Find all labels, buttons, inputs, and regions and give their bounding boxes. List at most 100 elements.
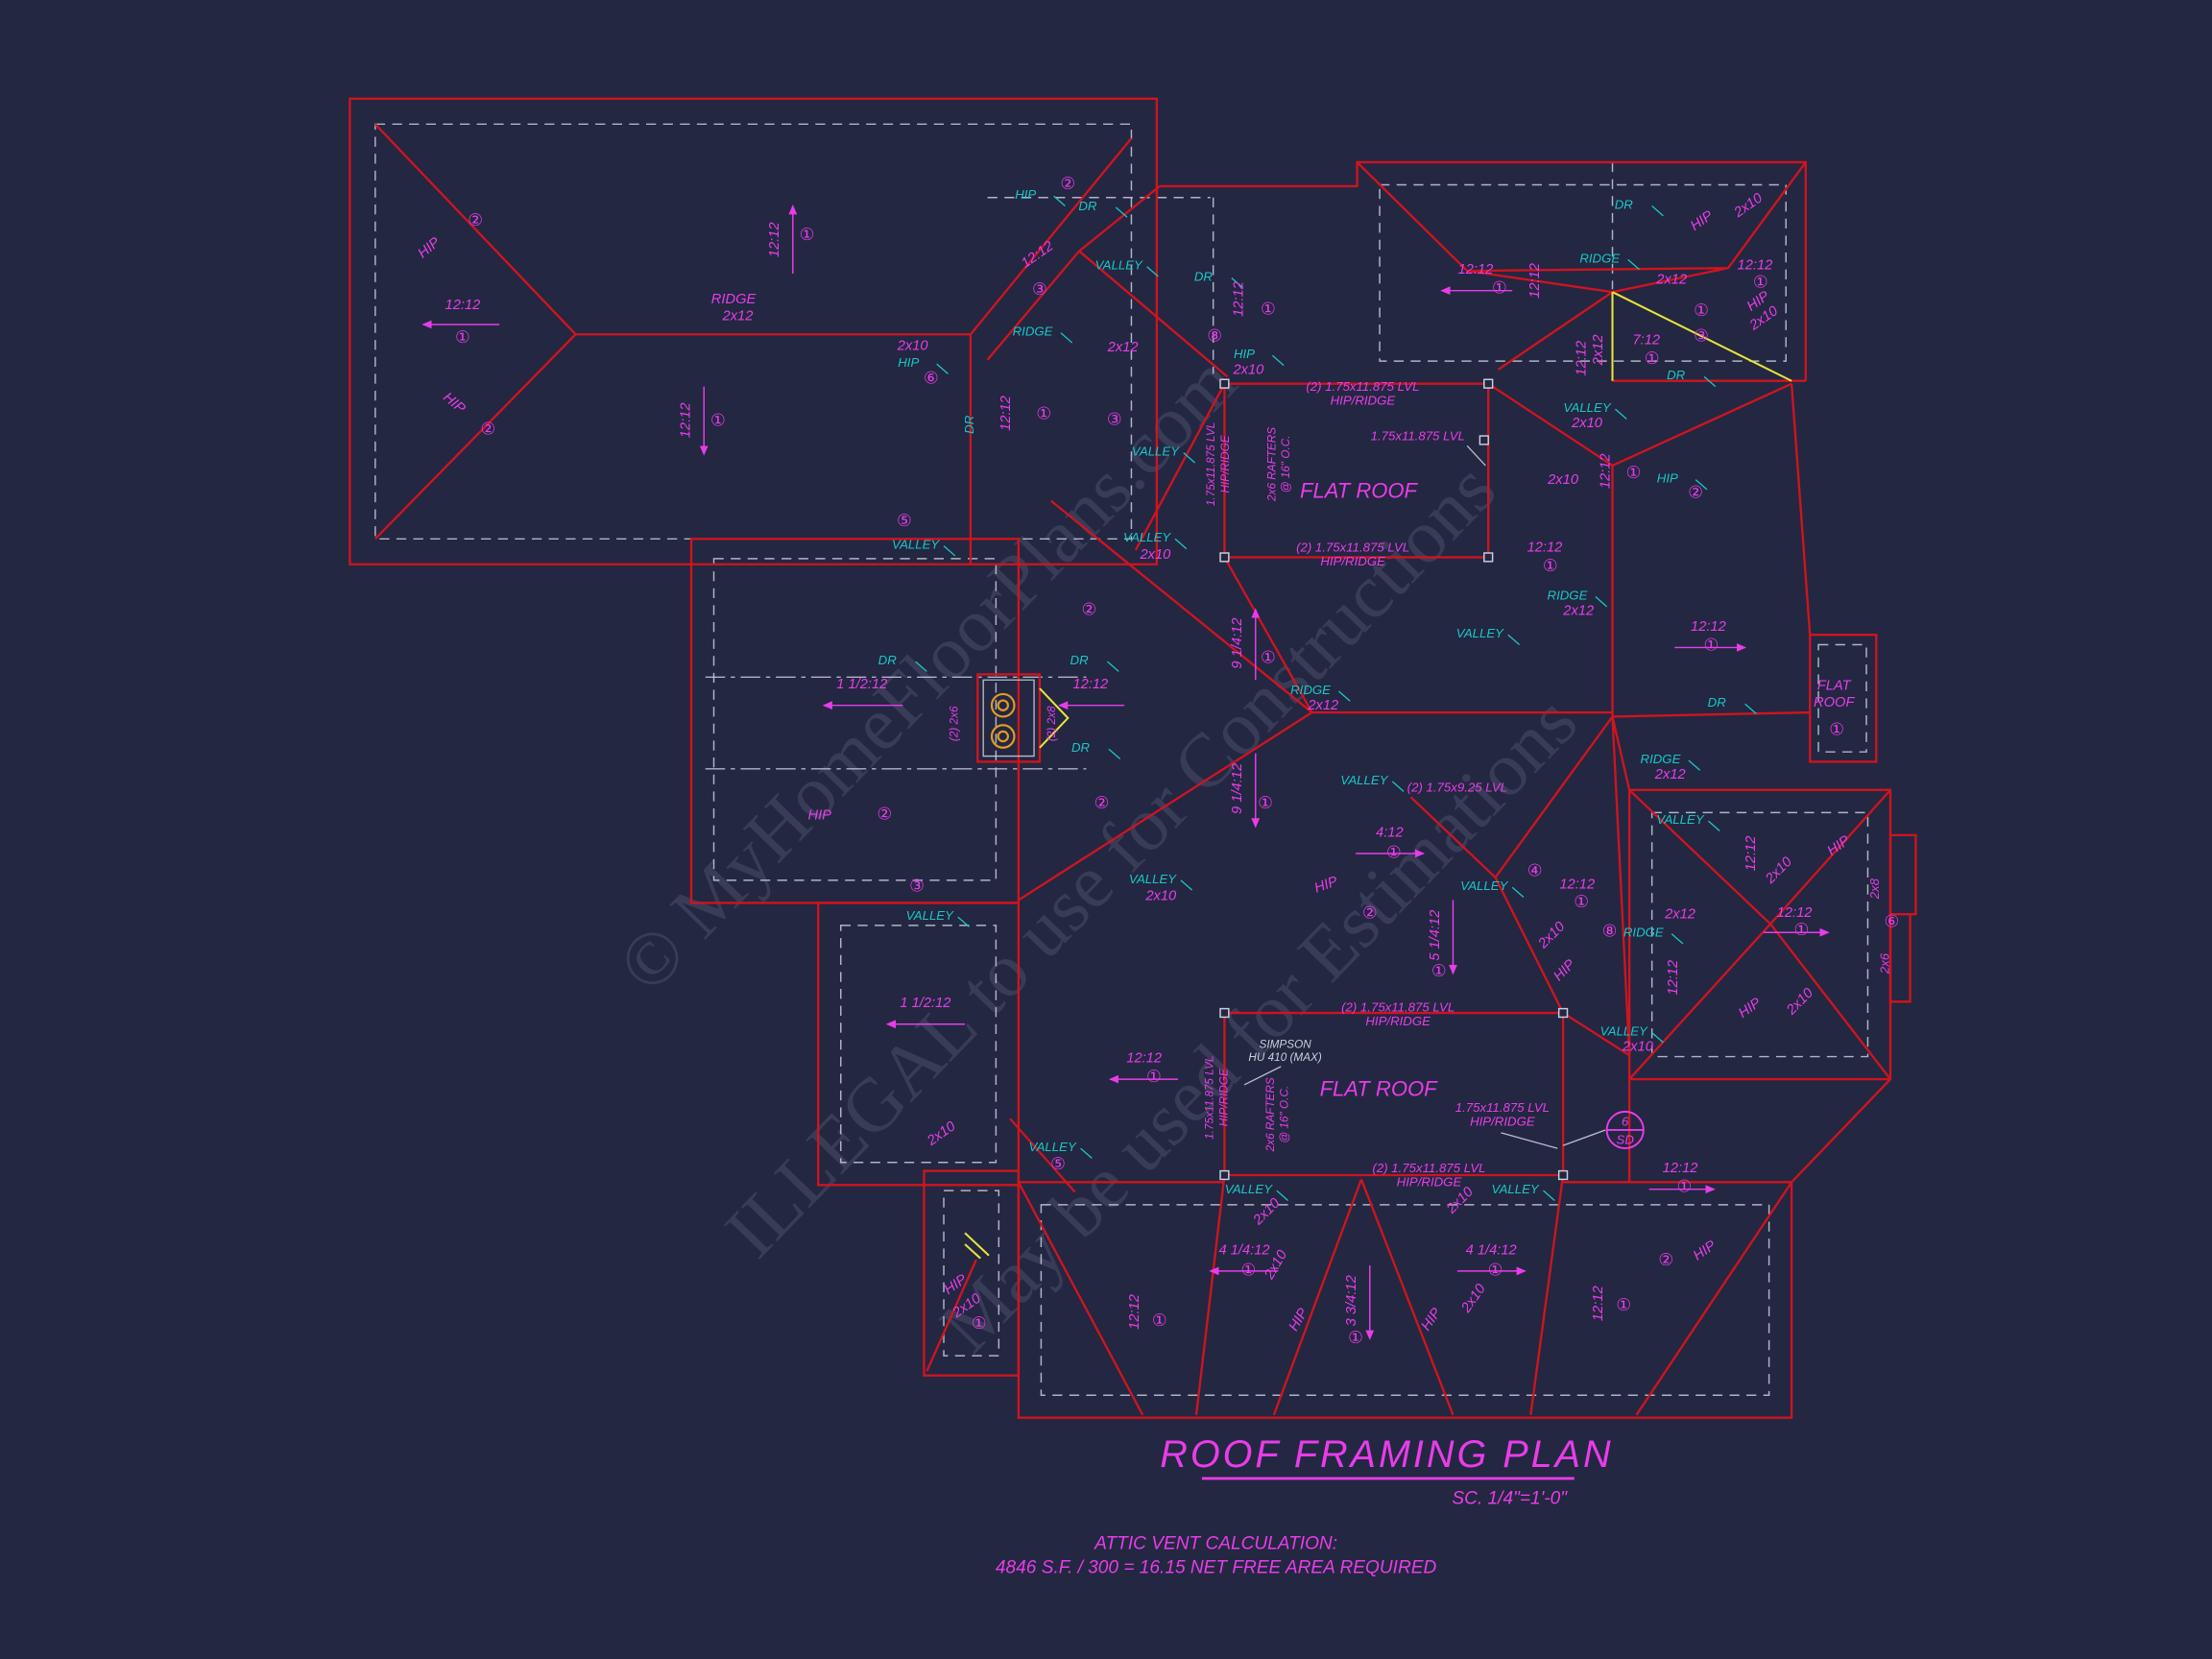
diagram-label: 4:12 [1376, 825, 1404, 840]
diagram-label: ⑤ [897, 511, 912, 530]
diagram-label: ⑤ [1050, 1154, 1066, 1173]
diagram-label: 12:12 [1599, 453, 1614, 489]
diagram-label: ① [1241, 1260, 1257, 1279]
diagram-label: HIP [1312, 874, 1340, 896]
right-flat-eave-dashed [1817, 643, 1867, 753]
diagram-label: FLAT [1817, 679, 1852, 694]
hanger-square [1219, 1169, 1230, 1181]
diagram-label: (2) 2x8 [1046, 706, 1058, 741]
callout-top: 6 [1622, 1115, 1629, 1129]
diagram-label: 1.75x11.875 LVL [1455, 1100, 1550, 1115]
diagram-label: 12:12 [1559, 878, 1595, 893]
diagram-label: HIP/RIDGE [1320, 554, 1385, 568]
diagram-label: RIDGE [1579, 251, 1620, 265]
dashdot-lines [705, 676, 1087, 770]
attic-vent-note-2: 4846 S.F. / 300 = 16.15 NET FREE AREA RE… [996, 1557, 1437, 1577]
diagram-label: 12:12 [1738, 258, 1773, 274]
diagram-label: ① [1753, 273, 1768, 292]
flue-circle [990, 692, 1016, 718]
diagram-label: ① [1616, 1295, 1631, 1314]
watermark: © MyHomeFloorPlans.com ILLEGAL to use fo… [602, 339, 1594, 1368]
callout-leader [1080, 1147, 1093, 1159]
topleft-eave-dashed [374, 123, 1133, 541]
diagram-label: ① [1431, 961, 1447, 980]
diagram-label: ⑧ [1602, 922, 1618, 941]
diagram-label: (2) 2x6 [949, 706, 961, 741]
diagram-label: 12:12 [1126, 1050, 1162, 1066]
callout-leader [1543, 1190, 1555, 1201]
flue-circle [990, 724, 1016, 749]
diagram-label: HIP [1688, 208, 1716, 234]
diagram-label: VALLEY [906, 908, 954, 923]
diagram-label: 1 1/2:12 [900, 996, 950, 1011]
diagram-label: 2x10 [897, 338, 929, 353]
diagram-label: ② [1658, 1250, 1673, 1269]
valley-left-of-flatroof [1134, 383, 1226, 551]
callout-leader [1695, 479, 1708, 491]
diagram-label: ① [1258, 793, 1273, 812]
callout-leader [1507, 634, 1520, 646]
diagram-label: VALLEY [1123, 530, 1171, 544]
diagram-label: 12:12 [1663, 1161, 1698, 1176]
callout-leader [1744, 703, 1757, 715]
diagram-label: 1 1/2:12 [836, 677, 887, 692]
center-hips [1018, 499, 1313, 902]
callout-leader [1688, 759, 1701, 771]
callout-leader [1511, 886, 1525, 899]
hanger-square [1557, 1007, 1569, 1019]
diagram-label: 12:12 [1232, 281, 1247, 317]
diagram-label: HIP [440, 390, 468, 417]
topmid-valleys [986, 185, 1229, 378]
diagram-label: ① [1574, 892, 1589, 911]
callout-leader [1108, 748, 1121, 760]
chimney-cricket-highlight [1039, 687, 1070, 749]
diagram-label: RIDGE [1623, 926, 1664, 940]
diagram-label: 2x10 [1762, 854, 1795, 887]
topright-hips-ridge [1356, 161, 1807, 371]
diagram-label: 2x6 RAFTERS [1265, 427, 1278, 502]
diagram-label: 12:12 [1575, 341, 1590, 376]
diagram-label: HU 410 (MAX) [1248, 1051, 1321, 1064]
chimney-outline [976, 673, 1042, 763]
drawing-scale: SC. 1/4"=1'-0" [1452, 1488, 1568, 1508]
diagram-label: HIP [1657, 471, 1678, 486]
diagram-label: 1.75x11.875 LVL [1204, 1056, 1216, 1140]
appendage-eave-dashed [943, 1190, 1000, 1357]
right-upper-hips [1487, 382, 1812, 636]
diagram-label: 12:12 [1777, 905, 1813, 921]
diagram-label: ① [1626, 463, 1642, 482]
diagram-label: 2x12 [1655, 272, 1687, 287]
diagram-label: HIP/RIDGE [1219, 435, 1232, 493]
diagram-label: RIDGE [1290, 683, 1331, 697]
diagram-label: ② [481, 420, 496, 439]
diagram-label: RIDGE [1641, 752, 1681, 766]
diagram-label: ① [800, 225, 815, 244]
attic-vent-note-1: ATTIC VENT CALCULATION: [1094, 1533, 1337, 1553]
diagram-label: 12:12 [998, 396, 1014, 431]
diagram-label: 12:12 [1458, 262, 1494, 277]
diagram-label: ① [1488, 1260, 1503, 1279]
diagram-label: 7:12 [1632, 333, 1660, 349]
diagram-label: ① [1146, 1067, 1162, 1086]
diagram-label: ③ [1107, 409, 1122, 428]
diagram-label: HIP [1691, 1238, 1719, 1263]
diagram-label: 12:12 [1591, 1286, 1606, 1321]
callout-leader [1651, 1032, 1664, 1044]
diagram-label: 12:12 [767, 222, 782, 257]
diagram-label: HIP [1234, 347, 1255, 361]
diagram-label: 2x10 [1458, 1281, 1489, 1316]
callout-leader [1271, 354, 1285, 367]
callout-bottom: SD [1617, 1133, 1635, 1147]
diagram-label: ④ [1527, 860, 1543, 879]
diagram-label: HIP [416, 234, 444, 261]
hanger-square [1479, 435, 1489, 445]
callout-leader [1107, 661, 1119, 672]
misc-dashed-lines [987, 161, 1614, 374]
callout-leader [1060, 332, 1073, 344]
callout-leader [1146, 266, 1159, 277]
diagram-label: ① [1036, 403, 1051, 422]
callout-leader [1627, 258, 1640, 271]
diagram-label: 12:12 [1527, 541, 1563, 556]
diagram-label: 2x10 [1622, 1040, 1654, 1055]
diagram-label: ① [1386, 842, 1402, 861]
